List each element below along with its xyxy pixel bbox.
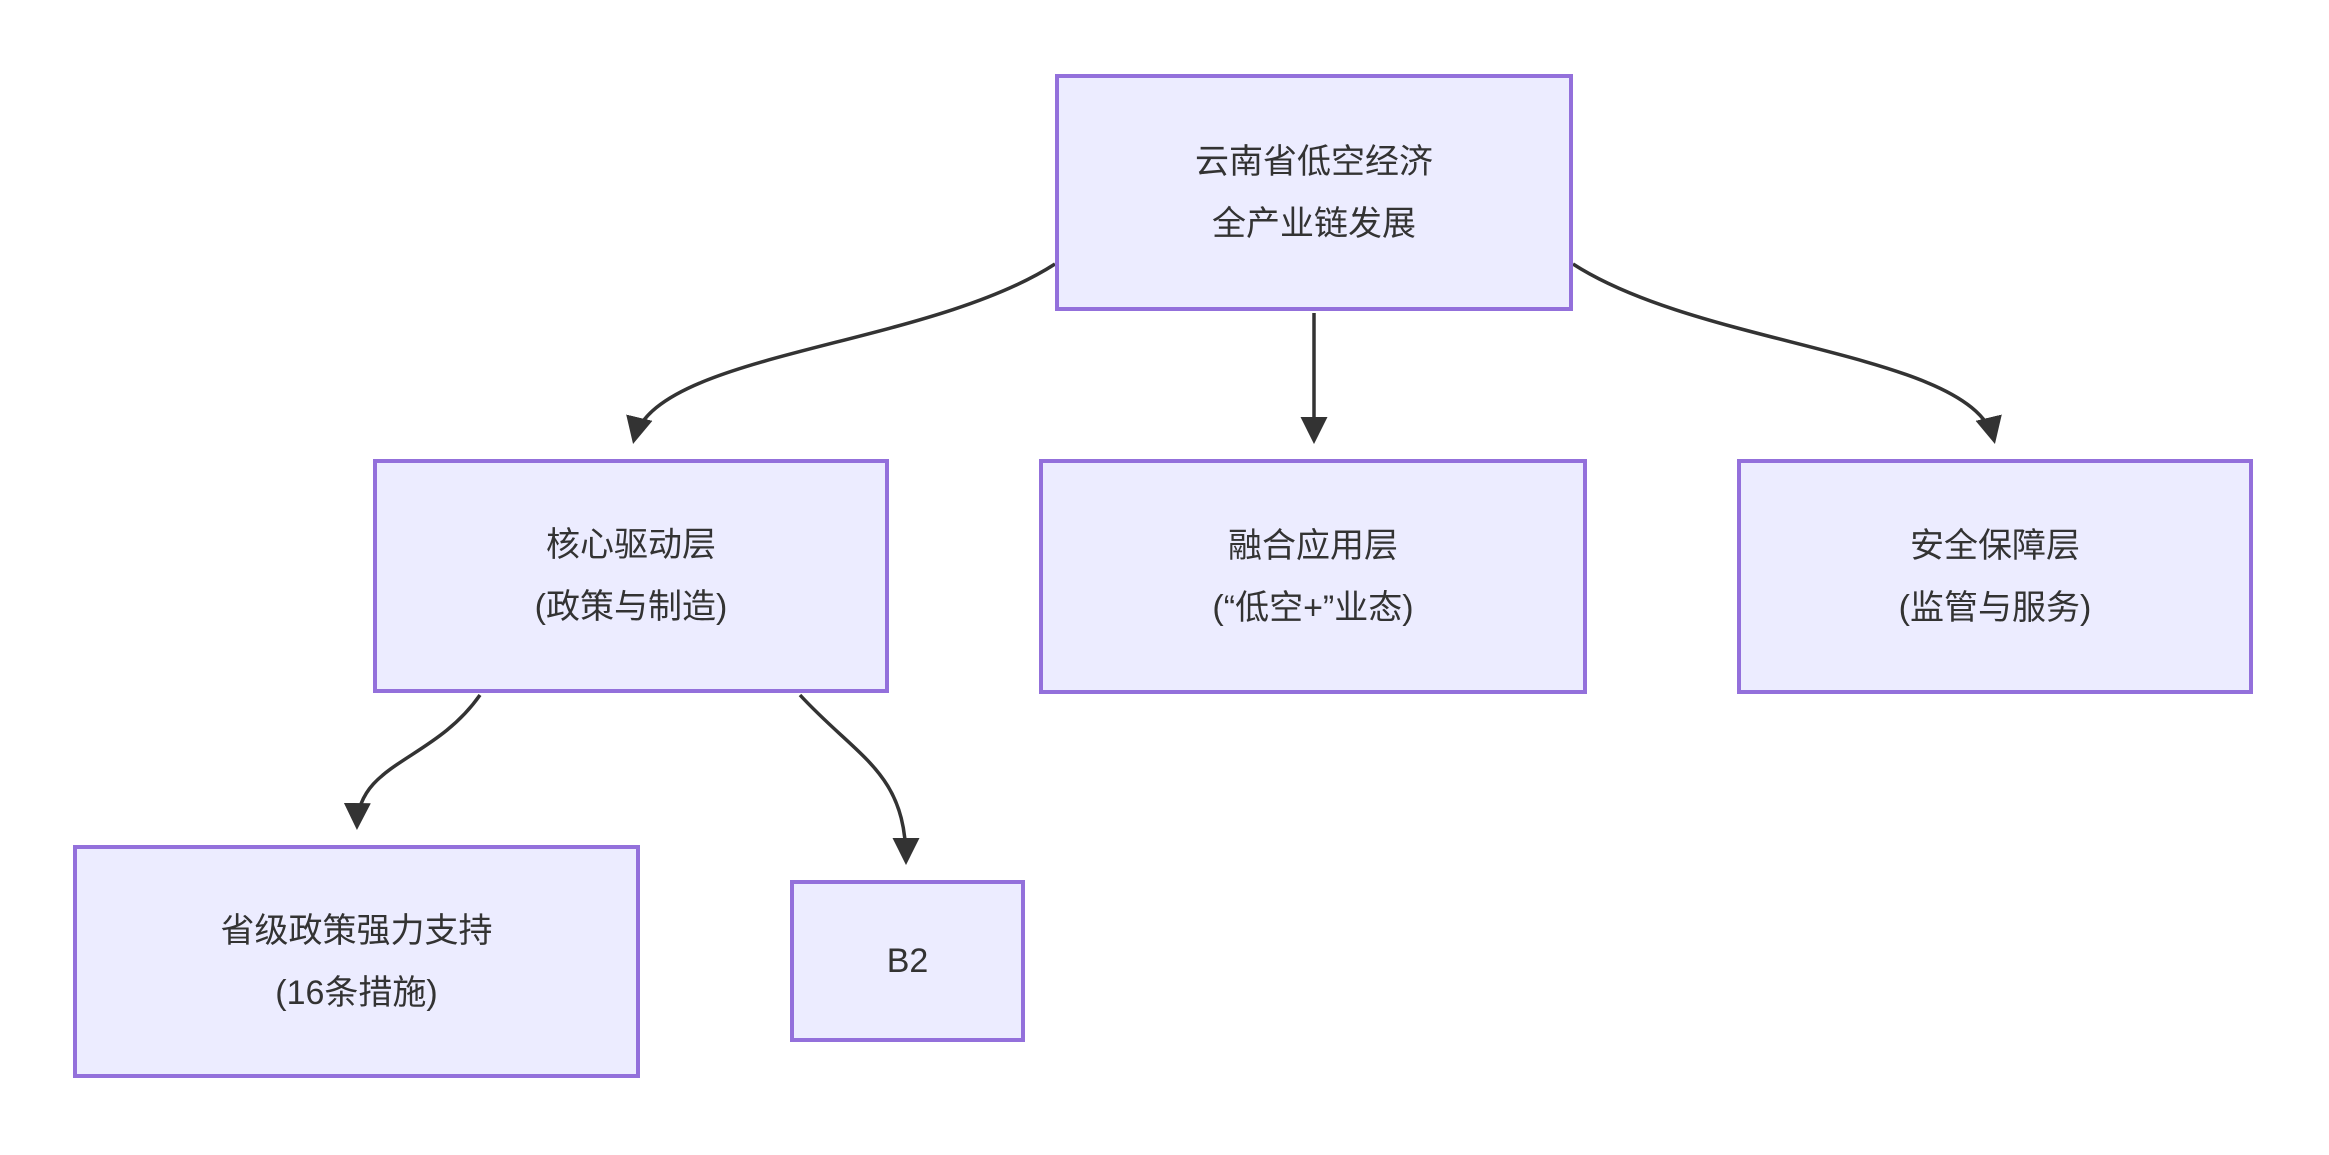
- edge-core-b2: [798, 693, 920, 866]
- edge-root-safety: [1572, 262, 2002, 444]
- node-label-line: 融合应用层: [1228, 526, 1398, 565]
- node-label-line: 核心驱动层: [546, 526, 716, 564]
- node-label-line: 云南省低空经济: [1195, 142, 1433, 181]
- flowchart-node-provincial-policy-support: 省级政策强力支持 (16条措施): [73, 845, 640, 1078]
- node-label-line: 全产业链发展: [1212, 204, 1416, 243]
- flowchart-node-safety-guarantee-layer: 安全保障层 (监管与服务): [1737, 459, 2253, 694]
- node-label-line: 省级政策强力支持: [220, 911, 493, 950]
- flowchart-node-root: 云南省低空经济 全产业链发展: [1055, 74, 1573, 311]
- flowchart-node-b2: B2: [790, 880, 1025, 1042]
- edge-core-policy: [343, 693, 482, 831]
- flowchart-node-fusion-application-layer: 融合应用层 (“低空+”业态): [1039, 459, 1587, 694]
- node-label-line: (政策与制造): [534, 588, 728, 626]
- node-label-line: B2: [886, 942, 929, 980]
- node-label-line: (“低空+”业态): [1212, 588, 1414, 627]
- node-label-line: (监管与服务): [1898, 588, 2092, 627]
- flowchart-node-core-driver-layer: 核心驱动层 (政策与制造): [373, 459, 889, 693]
- node-label-line: (16条措施): [275, 973, 438, 1012]
- node-label-line: 安全保障层: [1910, 526, 2080, 565]
- edge-root-core: [626, 262, 1056, 444]
